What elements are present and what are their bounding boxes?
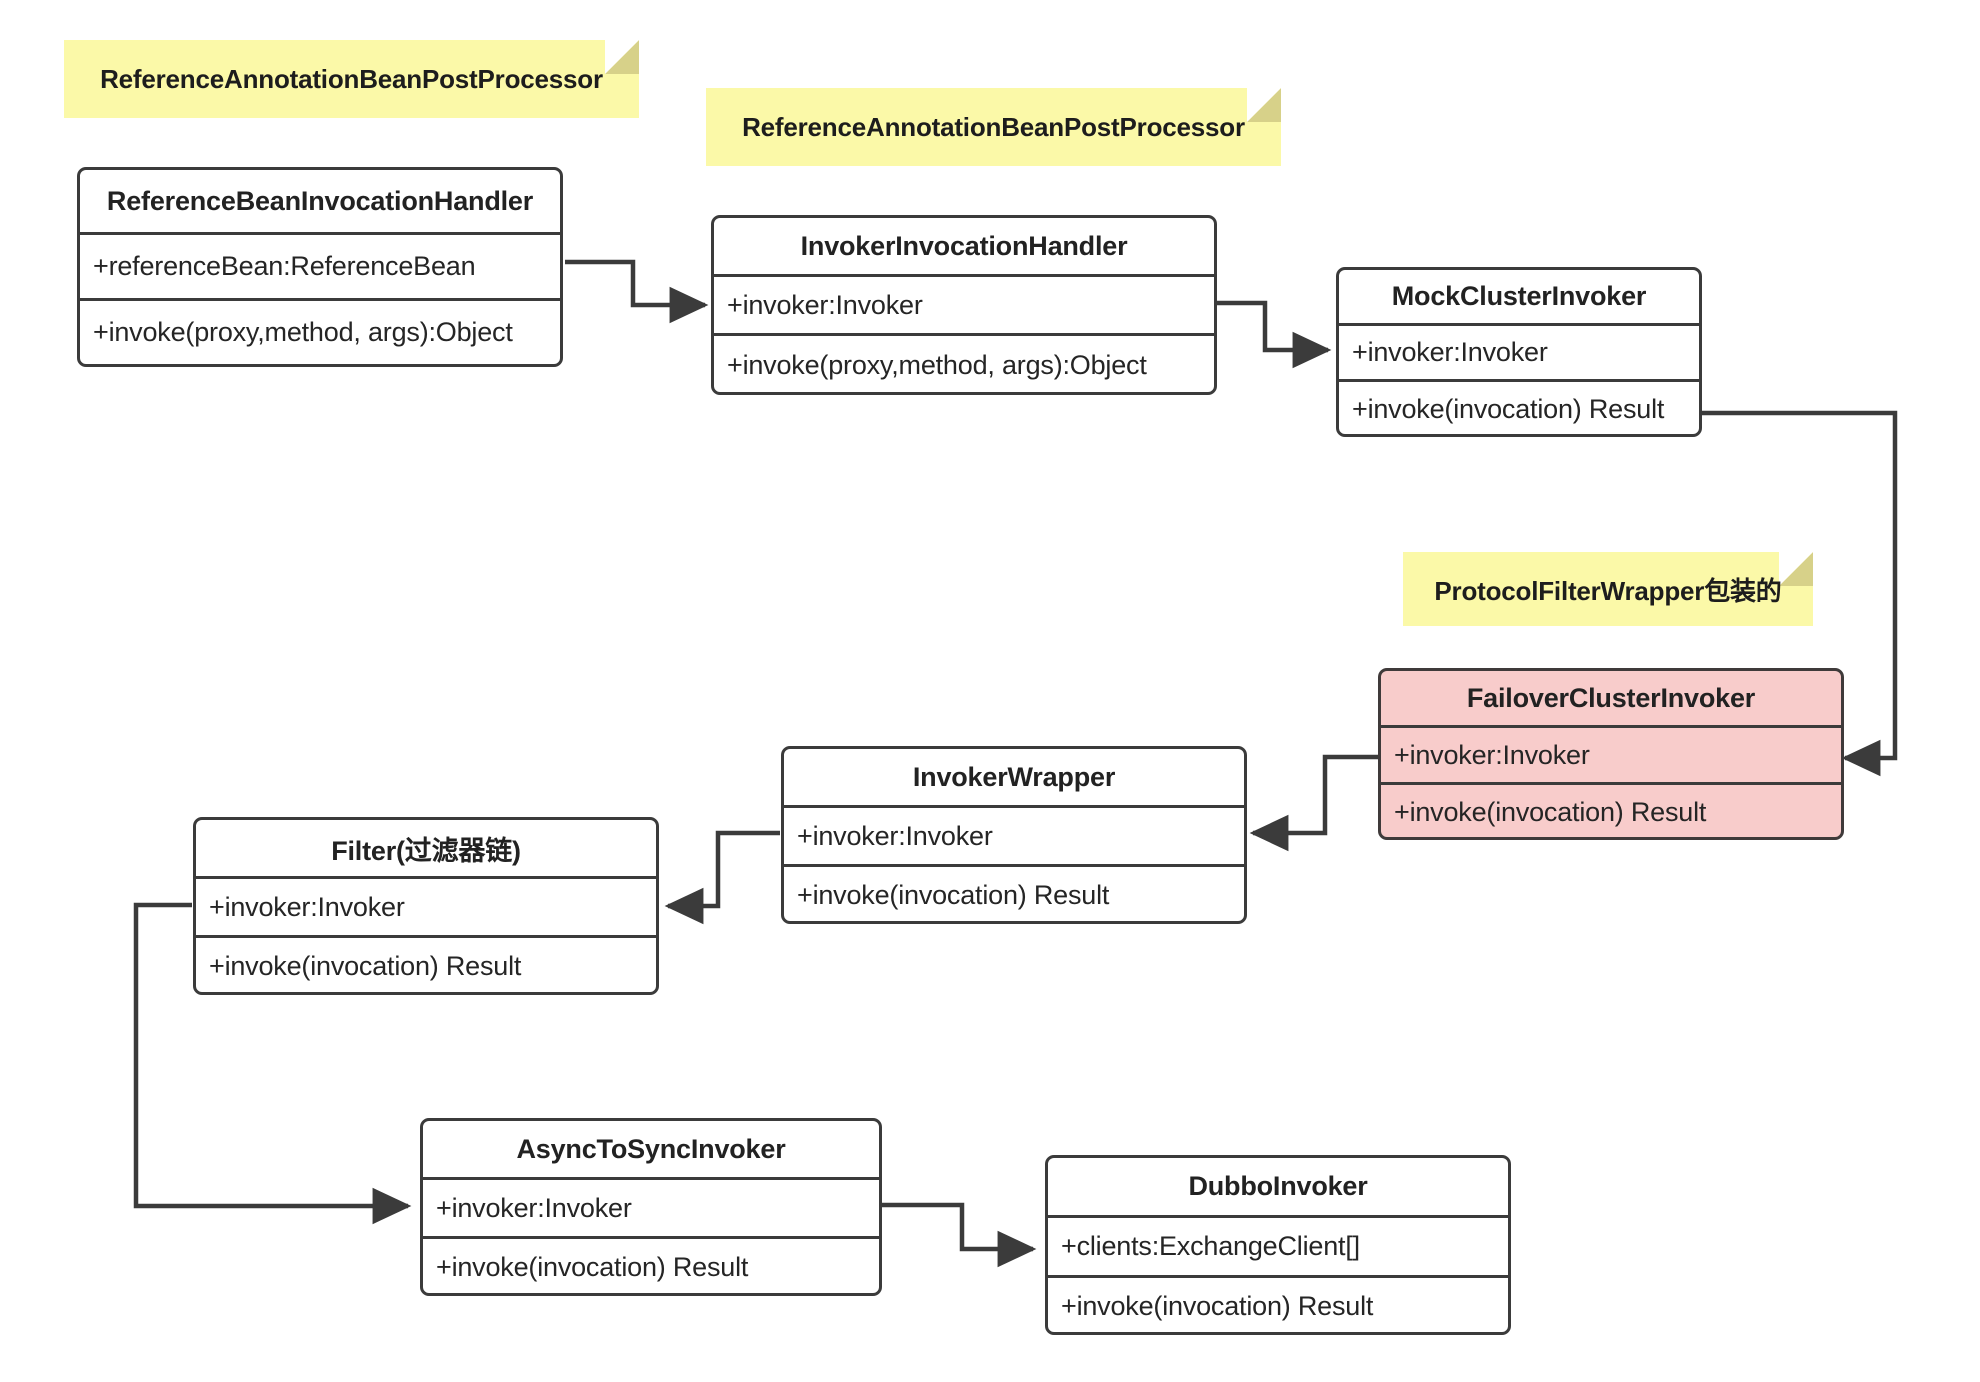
note-label: ProtocolFilterWrapper包装的: [1434, 575, 1782, 606]
note-label: ReferenceAnnotationBeanPostProcessor: [100, 63, 603, 94]
class-field: +clients:ExchangeClient[]: [1048, 1218, 1508, 1278]
edge-wrapper-to-filter: [664, 830, 780, 925]
class-box-invoker-wrapper[interactable]: InvokerWrapper +invoker:Invoker +invoke(…: [781, 746, 1247, 924]
note-fold-cut-icon: [605, 40, 639, 74]
note-fold-cut-icon: [1247, 88, 1281, 122]
edge-failover-to-wrapper: [1249, 754, 1378, 852]
class-box-dubbo-invoker[interactable]: DubboInvoker +clients:ExchangeClient[] +…: [1045, 1155, 1511, 1335]
class-field: +invoker:Invoker: [1381, 728, 1841, 785]
class-title: InvokerInvocationHandler: [714, 218, 1214, 277]
note-reference-annotation-bean-post-processor-2: ReferenceAnnotationBeanPostProcessor: [706, 88, 1281, 166]
class-method: +invoke(invocation) Result: [797, 880, 1110, 910]
class-box-failover-cluster-invoker[interactable]: FailoverClusterInvoker +invoker:Invoker …: [1378, 668, 1844, 840]
class-field: +referenceBean:ReferenceBean: [80, 235, 560, 301]
class-title: FailoverClusterInvoker: [1381, 671, 1841, 728]
class-title: DubboInvoker: [1048, 1158, 1508, 1218]
class-box-filter-chain[interactable]: Filter(过滤器链) +invoker:Invoker +invoke(in…: [193, 817, 659, 995]
class-method: +invoke(proxy,method, args):Object: [727, 350, 1147, 380]
edge-refbean-to-invokerhandler: [565, 259, 709, 324]
edge-asynctosync-to-dubbo: [882, 1202, 1037, 1268]
class-method: +invoke(invocation) Result: [436, 1252, 749, 1282]
class-title: MockClusterInvoker: [1339, 270, 1699, 326]
edge-invokerhandler-to-mock: [1215, 300, 1332, 369]
class-box-invoker-invocation-handler[interactable]: InvokerInvocationHandler +invoker:Invoke…: [711, 215, 1217, 395]
class-method: +invoke(invocation) Result: [1394, 797, 1707, 827]
class-method: +invoke(invocation) Result: [1061, 1291, 1374, 1321]
class-title: ReferenceBeanInvocationHandler: [80, 170, 560, 235]
class-field: +invoker:Invoker: [784, 808, 1244, 867]
class-box-reference-bean-invocation-handler[interactable]: ReferenceBeanInvocationHandler +referenc…: [77, 167, 563, 367]
class-field: +invoker:Invoker: [714, 277, 1214, 336]
class-box-async-to-sync-invoker[interactable]: AsyncToSyncInvoker +invoker:Invoker +inv…: [420, 1118, 882, 1296]
note-reference-annotation-bean-post-processor-1: ReferenceAnnotationBeanPostProcessor: [64, 40, 639, 118]
class-title: InvokerWrapper: [784, 749, 1244, 808]
class-field: +invoker:Invoker: [196, 879, 656, 938]
note-protocol-filter-wrapper: ProtocolFilterWrapper包装的: [1403, 552, 1813, 626]
class-title: AsyncToSyncInvoker: [423, 1121, 879, 1180]
note-label: ReferenceAnnotationBeanPostProcessor: [742, 111, 1245, 142]
class-method: +invoke(invocation) Result: [1352, 394, 1665, 424]
class-title: Filter(过滤器链): [196, 820, 656, 879]
class-method: +invoke(proxy,method, args):Object: [93, 317, 513, 347]
class-method: +invoke(invocation) Result: [209, 951, 522, 981]
class-field: +invoker:Invoker: [423, 1180, 879, 1239]
class-box-mock-cluster-invoker[interactable]: MockClusterInvoker +invoker:Invoker +inv…: [1336, 267, 1702, 437]
class-field: +invoker:Invoker: [1339, 326, 1699, 382]
